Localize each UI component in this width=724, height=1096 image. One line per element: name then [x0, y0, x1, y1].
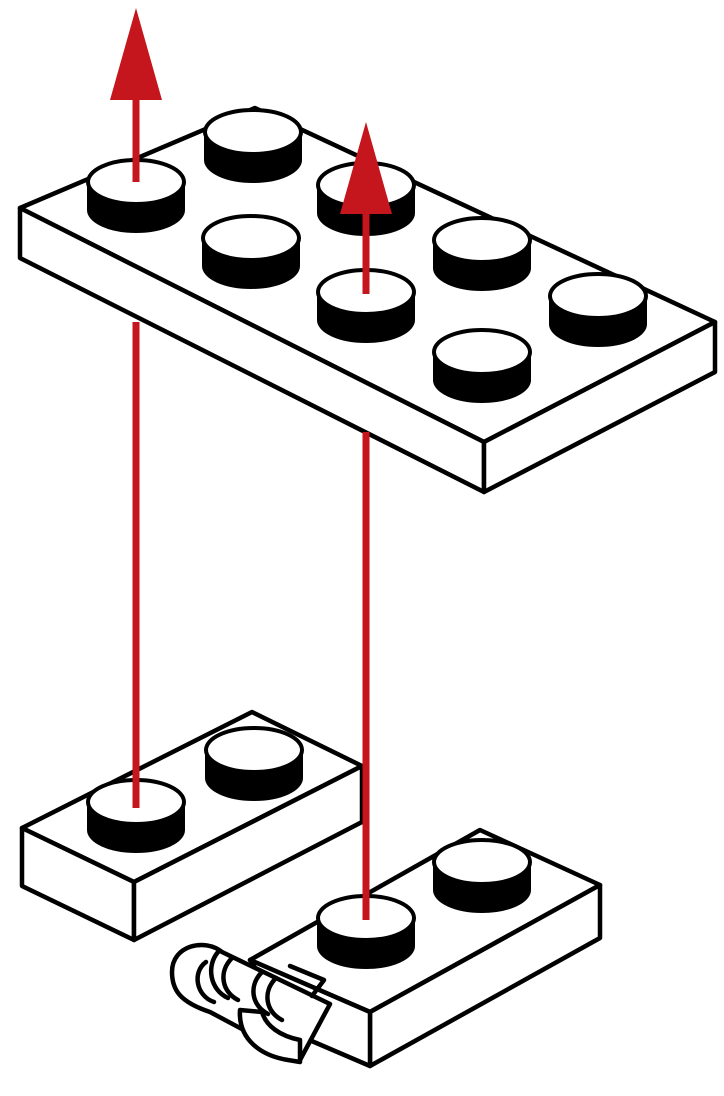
left-arrow: [110, 8, 162, 808]
plate-1x2-side-face: [131, 763, 365, 943]
stud: [203, 108, 303, 183]
plate-1x2: [19, 709, 365, 943]
right-arrowhead: [340, 122, 392, 214]
left-arrowhead: [110, 8, 162, 100]
stud: [432, 838, 532, 913]
stud: [548, 272, 648, 347]
stud: [201, 214, 301, 289]
clip-handle: [169, 942, 333, 1065]
stud: [86, 158, 186, 233]
plate-2x4-right-face: [481, 319, 718, 495]
stud: [432, 216, 532, 291]
stud: [432, 328, 532, 403]
stud: [204, 726, 304, 801]
right-arrow: [340, 122, 392, 920]
